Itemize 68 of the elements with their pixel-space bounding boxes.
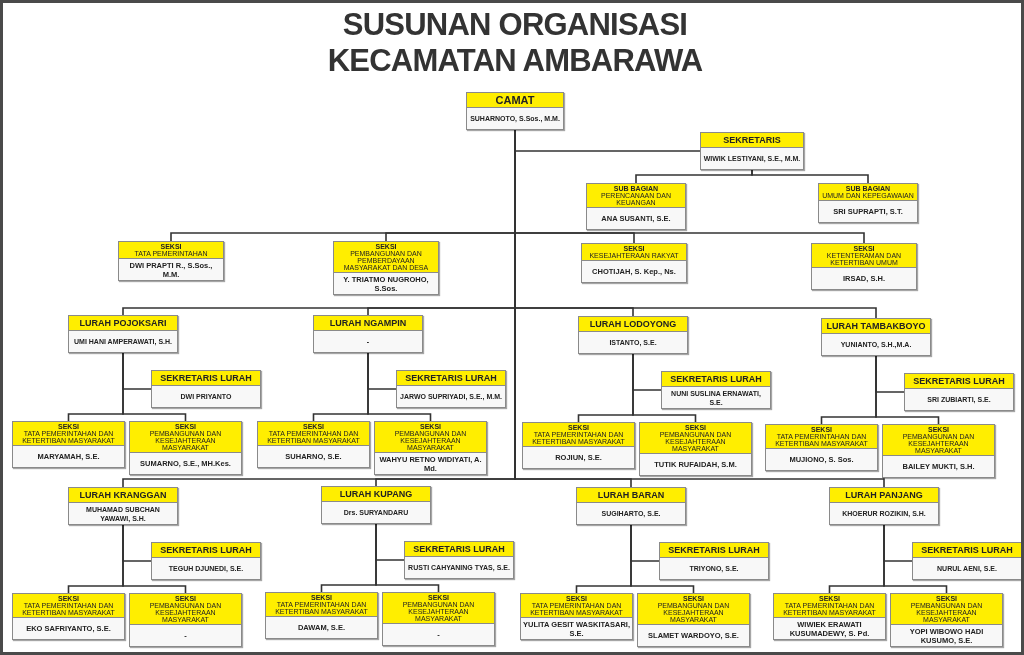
position-box	[890, 593, 1003, 647]
position-box	[68, 487, 178, 525]
position-box	[129, 593, 242, 647]
position-title: LURAH POJOKSARI	[79, 318, 167, 328]
position-box	[333, 241, 439, 295]
position-box	[581, 243, 687, 283]
position-title: SEKRETARIS LURAH	[668, 545, 760, 555]
connector-line	[375, 523, 440, 593]
position-box	[313, 315, 423, 353]
position-box	[118, 241, 224, 281]
position-box	[522, 422, 635, 469]
position-box	[374, 421, 487, 475]
position-box	[396, 370, 506, 408]
connector-line	[122, 524, 187, 594]
position-box	[404, 541, 514, 579]
position-box	[659, 542, 769, 580]
position-box	[904, 373, 1014, 411]
connector-line	[883, 524, 948, 594]
position-box	[151, 370, 261, 408]
position-box	[811, 243, 917, 290]
position-title: SEKRETARIS LURAH	[913, 376, 1005, 386]
position-box	[129, 421, 242, 475]
connector-line	[367, 352, 432, 422]
position-box	[700, 132, 804, 170]
connector-line	[751, 169, 869, 184]
position-box	[818, 183, 918, 223]
position-title: SEKRETARIS LURAH	[921, 545, 1013, 555]
position-box	[382, 592, 495, 646]
position-box	[265, 592, 378, 639]
position-title: SEKRETARIS LURAH	[670, 374, 762, 384]
position-box	[882, 424, 995, 478]
position-title: LURAH LODOYONG	[589, 319, 677, 329]
position-box	[68, 315, 178, 353]
position-title: SEKRETARIS LURAH	[160, 373, 252, 383]
position-box	[12, 421, 125, 468]
title: SUSUNAN ORGANISASI KECAMATAN AMBARAWA	[326, 7, 704, 79]
position-box	[586, 183, 686, 230]
position-box	[466, 92, 564, 130]
position-box	[578, 316, 688, 354]
position-title: LURAH NGAMPIN	[329, 318, 407, 328]
position-title: SEKRETARIS LURAH	[405, 373, 497, 383]
connector-line	[122, 352, 187, 422]
position-box	[520, 593, 633, 640]
position-title: CAMAT	[495, 94, 535, 106]
position-box	[821, 318, 931, 356]
position-title: SEKRETARIS	[723, 135, 781, 145]
position-box	[576, 487, 686, 525]
position-box	[829, 487, 939, 525]
position-title: LURAH TAMBAKBOYO	[826, 321, 926, 331]
position-title: LURAH KUPANG	[339, 489, 413, 499]
position-title: LURAH BARAN	[597, 490, 665, 500]
position-box	[151, 542, 261, 580]
position-box	[765, 424, 878, 471]
position-box	[661, 371, 771, 409]
connector-line	[632, 353, 697, 423]
position-box	[639, 422, 752, 476]
position-title: LURAH KRANGGAN	[79, 490, 167, 500]
connector-line	[630, 524, 695, 594]
position-title: LURAH PANJANG	[845, 490, 923, 500]
position-box	[773, 593, 886, 640]
position-box	[912, 542, 1021, 580]
position-box	[321, 486, 431, 524]
position-box	[637, 593, 750, 647]
position-title: SEKRETARIS LURAH	[413, 544, 505, 554]
position-title: SEKRETARIS LURAH	[160, 545, 252, 555]
connector-line	[875, 355, 940, 425]
position-box	[12, 593, 125, 640]
position-box	[257, 421, 370, 468]
